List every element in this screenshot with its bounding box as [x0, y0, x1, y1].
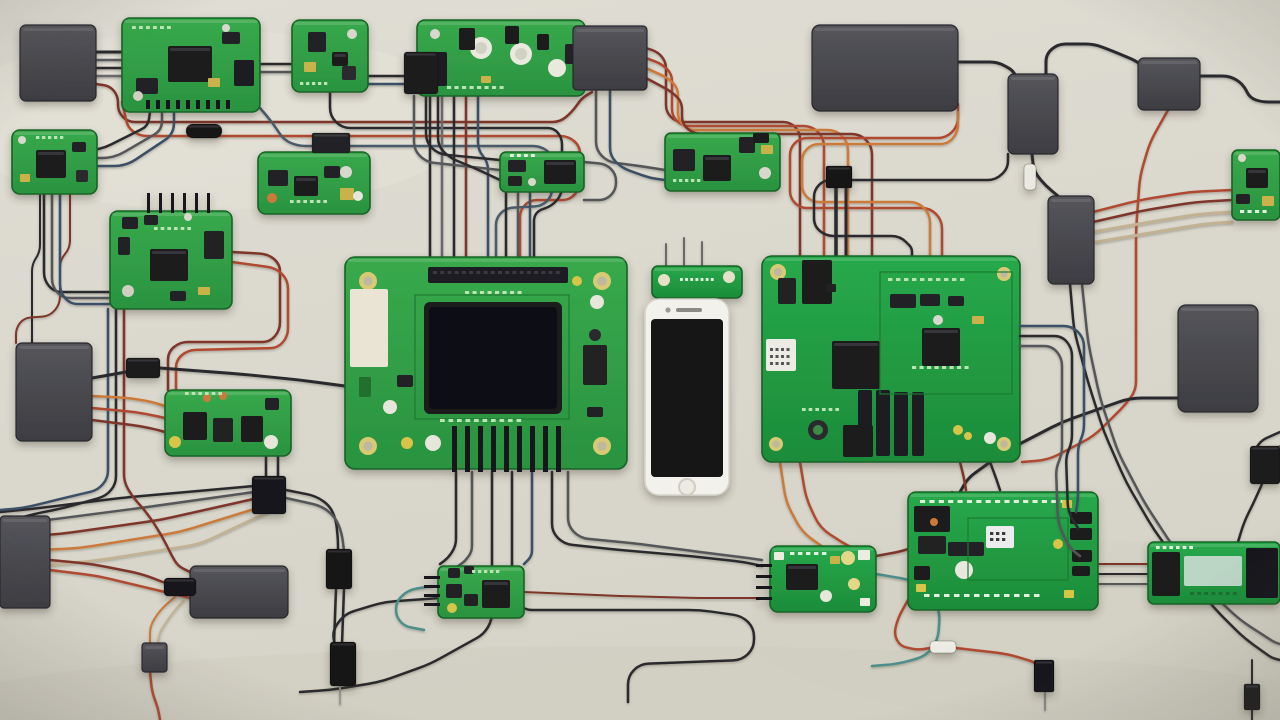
small-block-bottom-left [141, 642, 168, 673]
pcb-small-module [499, 151, 585, 193]
enclosure-bottom-left [0, 515, 51, 609]
right-edge-connector [1249, 445, 1280, 485]
battery-bottom-left [189, 565, 289, 619]
ferrite-bead [185, 123, 223, 139]
pcb-central-display [344, 256, 628, 470]
cable-sleeve-bottom-right [929, 640, 957, 654]
cable-sleeve-white [1023, 163, 1037, 191]
pcb-relay-board [164, 389, 292, 457]
end-connector-bottom-right [1033, 659, 1055, 693]
inline-plug-bottom-left [163, 577, 197, 597]
phone-home-button [678, 478, 696, 496]
pcb-top-wide [416, 19, 586, 97]
pcb-left-pi [109, 210, 233, 310]
header-pins-central [452, 426, 561, 472]
enclosure-right-mid [1177, 304, 1259, 413]
connector-block-right [1047, 195, 1095, 285]
enclosure-top-mid [572, 25, 648, 91]
four-pin-connector-left [251, 475, 287, 515]
pcb-mid-second [257, 151, 371, 215]
power-brick-2 [1137, 57, 1201, 111]
pcb-mid-right-module [664, 132, 781, 192]
connector-mid-second-top [311, 132, 351, 154]
power-brick-1 [1007, 73, 1059, 155]
connector-stack-top [403, 51, 439, 95]
pcb-top-small [291, 19, 369, 93]
smartphone [644, 298, 730, 496]
pcb-bottom-mid-right [769, 545, 877, 613]
pcb-mid-left-square [11, 129, 98, 195]
pcb-bottom-center [437, 565, 525, 619]
pcb-phone-strip [651, 265, 743, 299]
phone-camera [665, 307, 671, 313]
enclosure-left-mid [15, 342, 93, 442]
vertical-connector-2 [329, 641, 357, 687]
inline-connector-left-mid [125, 357, 161, 379]
corner-connector-bottom-right [1243, 683, 1261, 711]
pcb-bottom-far-right [1147, 541, 1280, 605]
phone-screen [651, 319, 723, 477]
pcb-top-left [121, 17, 261, 113]
pcb-top-right-corner [1231, 149, 1280, 221]
phone-speaker [676, 308, 702, 312]
vertical-connector-1 [325, 548, 353, 590]
enclosure-top-left [19, 24, 97, 102]
connector-right-board-top [825, 165, 853, 189]
enclosure-top-right-large [811, 24, 959, 112]
pcb-right-big [761, 255, 1021, 463]
